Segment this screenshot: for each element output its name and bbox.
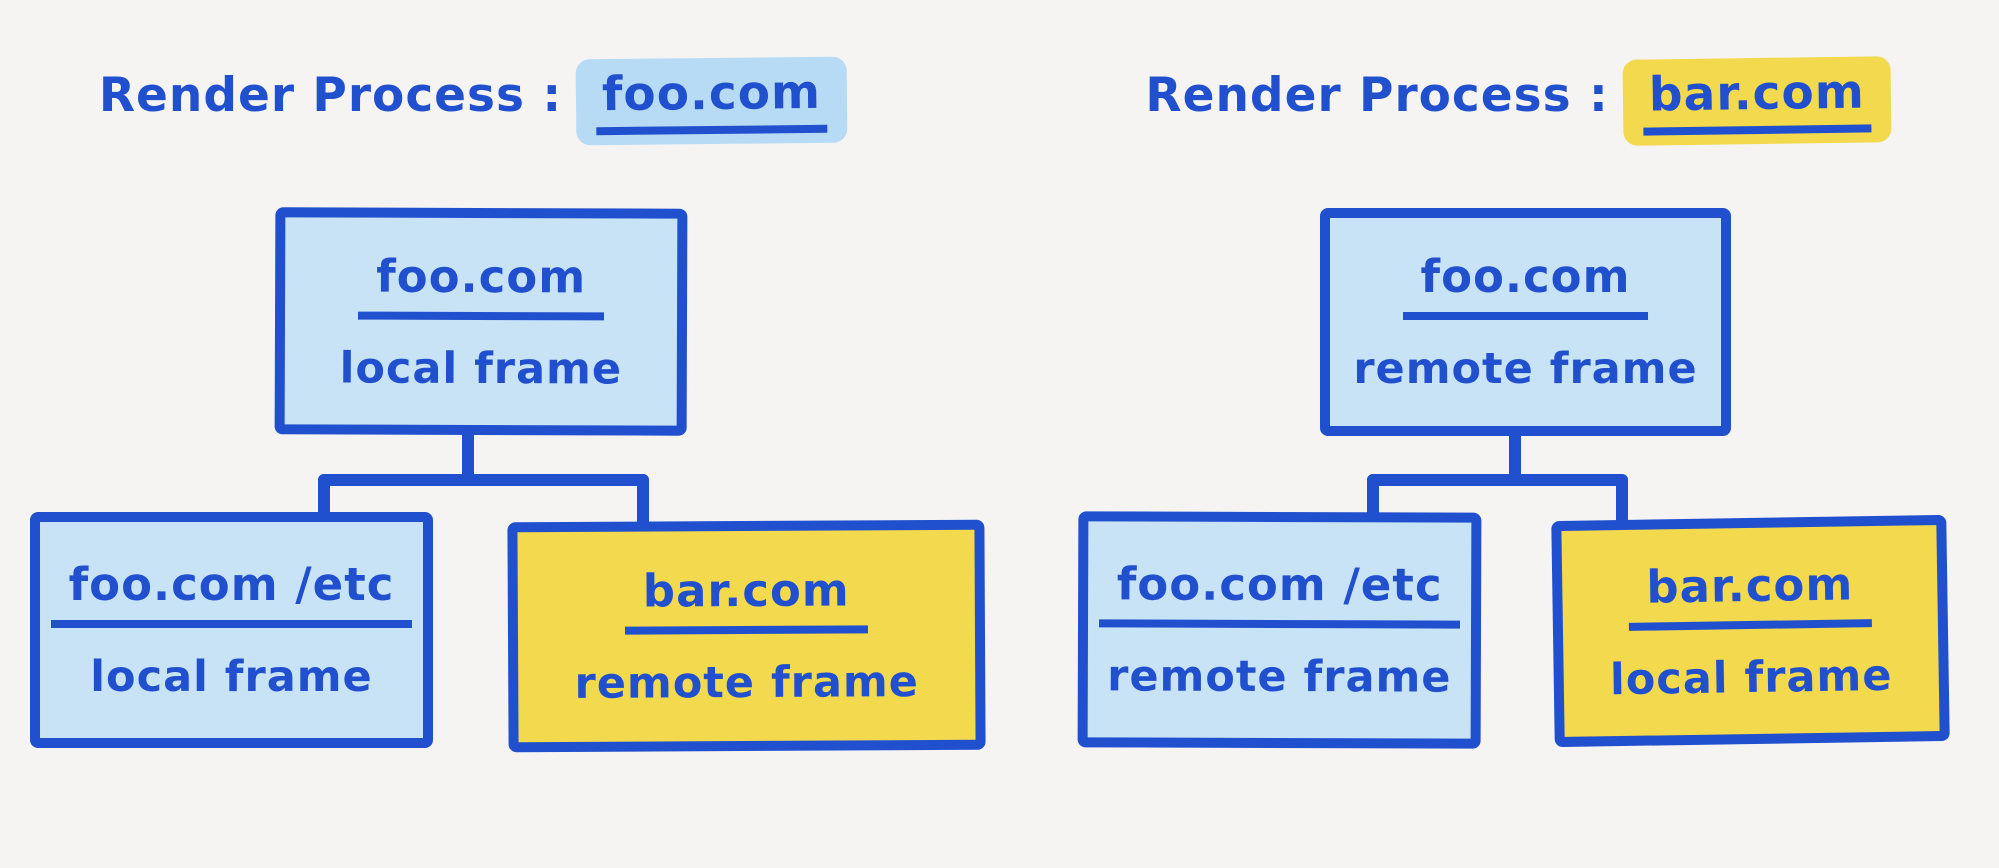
frame-type-label: local frame [90, 652, 373, 702]
tree-title-prefix: Render Process : [98, 68, 563, 123]
connector-stem [462, 428, 474, 486]
child-frame-box: foo.com /etc remote frame [1077, 511, 1482, 749]
process-name-highlight: foo.com [575, 56, 848, 146]
connector-crossbar [1367, 474, 1628, 486]
connector-crossbar [318, 474, 649, 486]
site-label: bar.com [624, 563, 868, 635]
tree-title-bar: Render Process : bar.com [1145, 56, 1892, 146]
root-frame-box: foo.com remote frame [1320, 208, 1731, 436]
process-name: foo.com [595, 64, 828, 136]
child-frame-box: bar.com local frame [1551, 514, 1950, 748]
connector-drop-left [1367, 474, 1379, 522]
root-frame-box: foo.com local frame [274, 207, 688, 436]
tree-title-foo: Render Process : foo.com [99, 56, 848, 146]
site-label: foo.com [358, 249, 605, 320]
frame-type-label: local frame [1609, 650, 1893, 706]
process-name: bar.com [1642, 64, 1872, 136]
site-label: foo.com /etc [1098, 557, 1461, 629]
frame-type-label: remote frame [574, 657, 920, 709]
frame-type-label: remote frame [1107, 651, 1452, 703]
process-name-highlight: bar.com [1622, 56, 1892, 146]
connector-stem [1509, 428, 1521, 486]
connector-drop-left [318, 474, 330, 522]
connector-drop-right [1616, 474, 1628, 530]
child-frame-box: foo.com /etc local frame [30, 512, 433, 748]
child-frame-box: bar.com remote frame [507, 519, 986, 753]
site-label: bar.com [1627, 557, 1872, 631]
site-label: foo.com /etc [50, 558, 413, 628]
site-label: foo.com [1402, 250, 1649, 320]
frame-type-label: local frame [339, 343, 623, 394]
frame-type-label: remote frame [1353, 344, 1698, 394]
connector-drop-right [637, 474, 649, 532]
tree-title-prefix: Render Process : [1145, 68, 1609, 123]
